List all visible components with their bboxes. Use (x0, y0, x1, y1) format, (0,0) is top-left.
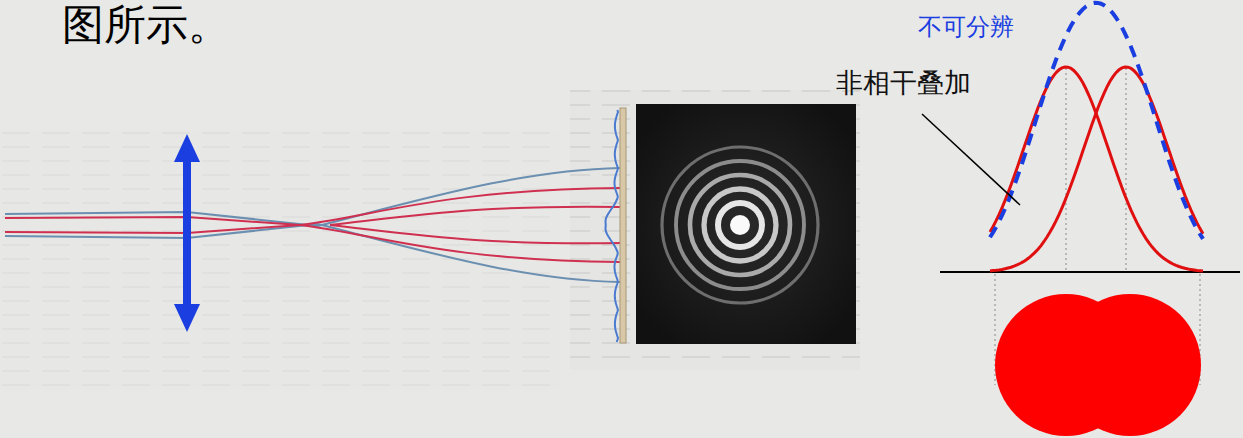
airy-pattern (636, 104, 856, 344)
curve-label: 不可分辨 (918, 14, 1014, 40)
scan-texture (570, 90, 860, 370)
heading-fragment: 图所示。 (62, 2, 230, 48)
callout-label: 非相干叠加 (836, 68, 971, 98)
airy-rings (662, 147, 818, 303)
airy-ring (704, 189, 776, 261)
scan-texture (0, 130, 560, 390)
airy-ring (718, 203, 762, 247)
airy-ring (676, 161, 804, 289)
lens-symbol (174, 134, 200, 332)
airy-disk (730, 215, 750, 235)
intensity-profile (606, 110, 619, 342)
airy-ring (662, 147, 818, 303)
light-rays (5, 168, 620, 282)
leader-line (922, 114, 1020, 205)
overlapping-spots (995, 294, 1201, 436)
sum-curve (990, 3, 1203, 239)
screen (620, 108, 626, 343)
airy-ring (690, 175, 790, 275)
